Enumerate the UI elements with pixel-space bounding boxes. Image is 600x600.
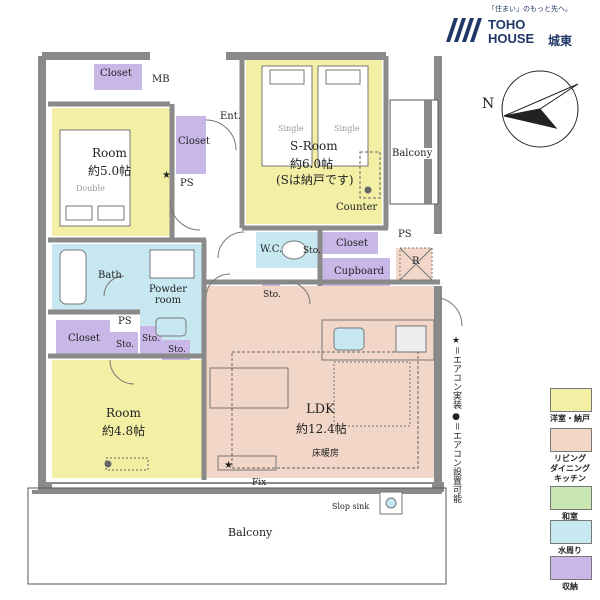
toilet-icon <box>281 240 307 260</box>
legend-ldk: リビング ダイニング キッチン <box>542 428 598 484</box>
legend-swatch <box>550 486 592 510</box>
double-bed-label: Double <box>76 184 105 193</box>
slop-sink-label: Slop sink <box>332 502 370 511</box>
compass-north-label: N <box>482 96 495 112</box>
floor-heating-area <box>231 351 419 469</box>
ac-possible-icon-sroom <box>364 186 372 194</box>
closet-bottom-label: Closet <box>68 333 100 344</box>
ldk-name: LDK <box>306 402 335 417</box>
ac-note: ★＝エアコン実装 ●＝エアコン設置可能 <box>451 336 461 503</box>
powder-label: Powder room <box>148 284 187 306</box>
wash-basin <box>155 317 187 337</box>
double-bed <box>59 129 131 227</box>
sroom-dashed-area <box>359 151 381 199</box>
closet-mid-fill <box>176 116 206 174</box>
closet-bottom-fill <box>56 320 110 354</box>
legend-storage: 収納 <box>542 556 598 592</box>
stove-icon <box>395 325 427 353</box>
sroom-size: 約6.0帖 <box>290 157 334 171</box>
brand-name-line2: HOUSE <box>488 31 535 46</box>
wc-label: W.C. <box>260 244 283 255</box>
sofa <box>209 367 289 409</box>
washing-machine <box>149 249 195 279</box>
toho-logo-icon <box>446 18 482 42</box>
legend-label: 収納 <box>562 582 578 591</box>
legend-label: 洋室・納戸 <box>550 414 590 423</box>
cupboard-label: Cupboard <box>334 266 385 277</box>
legend-swatch <box>550 388 592 412</box>
compass-icon <box>501 70 579 148</box>
ps-mid-label: PS <box>118 316 132 327</box>
sto-room-label: Sto. <box>116 340 134 350</box>
legend-swatch <box>550 556 592 580</box>
room-5-name: Room <box>92 146 127 160</box>
ent-label: Ent. <box>220 111 241 122</box>
mb-label: MB <box>152 74 170 85</box>
fix-label: Fix <box>252 478 267 488</box>
ac-installed-icon-ldk: ★ <box>224 460 233 471</box>
brand-name: TOHO HOUSE <box>488 18 534 46</box>
closet-kitchen-fill <box>322 232 378 254</box>
tv-board <box>217 455 277 471</box>
legend-swatch <box>550 520 592 544</box>
room-5-size: 約5.0帖 <box>88 164 132 178</box>
ac-installed-icon: ★ <box>162 170 171 181</box>
sroom-name: S-Room <box>290 139 338 153</box>
ps-right-label: PS <box>398 229 412 240</box>
brand-city: 城東 <box>548 34 573 48</box>
legend-western-room: 洋室・納戸 <box>542 388 598 424</box>
balcony-bottom-label: Balcony <box>228 526 273 539</box>
closet-kitchen-label: Closet <box>336 238 368 249</box>
legend-label: 和室 <box>562 512 578 521</box>
brand-name-line1: TOHO <box>488 17 526 32</box>
sto-hall-label: Sto. <box>263 290 281 300</box>
bath-label: Bath <box>98 270 122 281</box>
counter-label: Counter <box>336 202 378 213</box>
ldk-size: 約12.4帖 <box>296 422 347 436</box>
sto-powder1-label: Sto. <box>142 334 160 344</box>
closet-top-label: Closet <box>100 68 132 79</box>
room-48-size: 約4.8帖 <box>102 424 146 438</box>
legend-label: 水周り <box>558 546 582 555</box>
single-bed-1-label: Single <box>278 124 304 133</box>
bathtub <box>59 249 87 305</box>
sroom-note: (Sは納戸です) <box>276 173 354 187</box>
r-label: R <box>412 256 420 267</box>
north-compass: N <box>478 66 596 152</box>
r-diagonal-box <box>399 247 433 281</box>
brand-tagline: 「住まい」のもっと先へ。 <box>488 5 572 13</box>
closet-mid-label: Closet <box>178 136 210 147</box>
legend-japanese-room: 和室 <box>542 486 598 522</box>
legend-swatch <box>550 428 592 452</box>
balcony-right-label: Balcony <box>392 148 433 159</box>
kitchen-sink-icon <box>333 327 365 351</box>
ps-top-label: PS <box>180 178 194 189</box>
floor-heating-label: 床暖房 <box>312 449 340 459</box>
sto-wc-label: Sto. <box>303 246 321 256</box>
brand-logo: 「住まい」のもっと先へ。 TOHO HOUSE 城東 <box>444 4 594 50</box>
legend-water: 水周り <box>542 520 598 556</box>
legend-label: リビング ダイニング キッチン <box>550 454 590 483</box>
closet-top-fill <box>94 64 142 90</box>
single-bed-2-label: Single <box>334 124 360 133</box>
sto-powder2-label: Sto. <box>168 345 186 355</box>
room-48-name: Room <box>106 406 141 420</box>
